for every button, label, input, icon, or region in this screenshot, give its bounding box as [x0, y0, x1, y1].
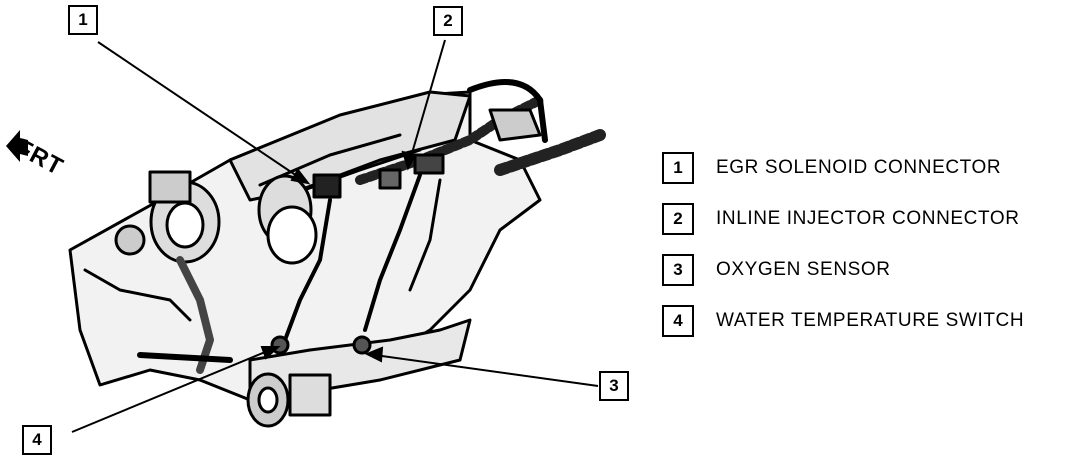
callout-box-3: 3	[599, 371, 629, 401]
leader-lines	[71, 39, 599, 433]
front-direction-indicator: FRT	[2, 116, 102, 186]
leader-arrow-4	[260, 346, 281, 360]
direction-arrow-icon	[6, 130, 28, 162]
legend-number-4: 4	[662, 305, 694, 337]
engine-illustration	[68, 79, 606, 428]
leader-line-3	[374, 354, 599, 387]
legend-label-2: INLINE INJECTOR CONNECTOR	[716, 208, 1020, 229]
leader-arrow-2	[401, 150, 417, 171]
legend-item-3: 3 OXYGEN SENSOR	[662, 252, 1086, 288]
callout-box-4: 4	[22, 425, 52, 455]
legend-number-1: 1	[662, 152, 694, 184]
callout-box-1: 1	[68, 5, 98, 35]
legend-label-4: WATER TEMPERATURE SWITCH	[716, 310, 1025, 331]
legend-number-2: 2	[662, 203, 694, 235]
legend-item-2: 2 INLINE INJECTOR CONNECTOR	[662, 201, 1086, 237]
legend-label-1: EGR SOLENOID CONNECTOR	[716, 157, 1002, 178]
legend-item-1: 1 EGR SOLENOID CONNECTOR	[662, 150, 1086, 186]
legend-item-4: 4 WATER TEMPERATURE SWITCH	[662, 303, 1086, 339]
legend-number-3: 3	[662, 254, 694, 286]
leader-line-4	[71, 349, 271, 433]
leader-line-2	[409, 39, 446, 161]
leader-line-1	[97, 41, 301, 179]
legend: 1 EGR SOLENOID CONNECTOR 2 INLINE INJECT…	[662, 150, 1086, 354]
legend-label-3: OXYGEN SENSOR	[716, 259, 891, 280]
leader-arrow-3	[364, 346, 384, 363]
frt-label: FRT	[11, 134, 68, 182]
callout-box-2: 2	[433, 6, 463, 36]
leader-arrow-1	[290, 168, 311, 185]
